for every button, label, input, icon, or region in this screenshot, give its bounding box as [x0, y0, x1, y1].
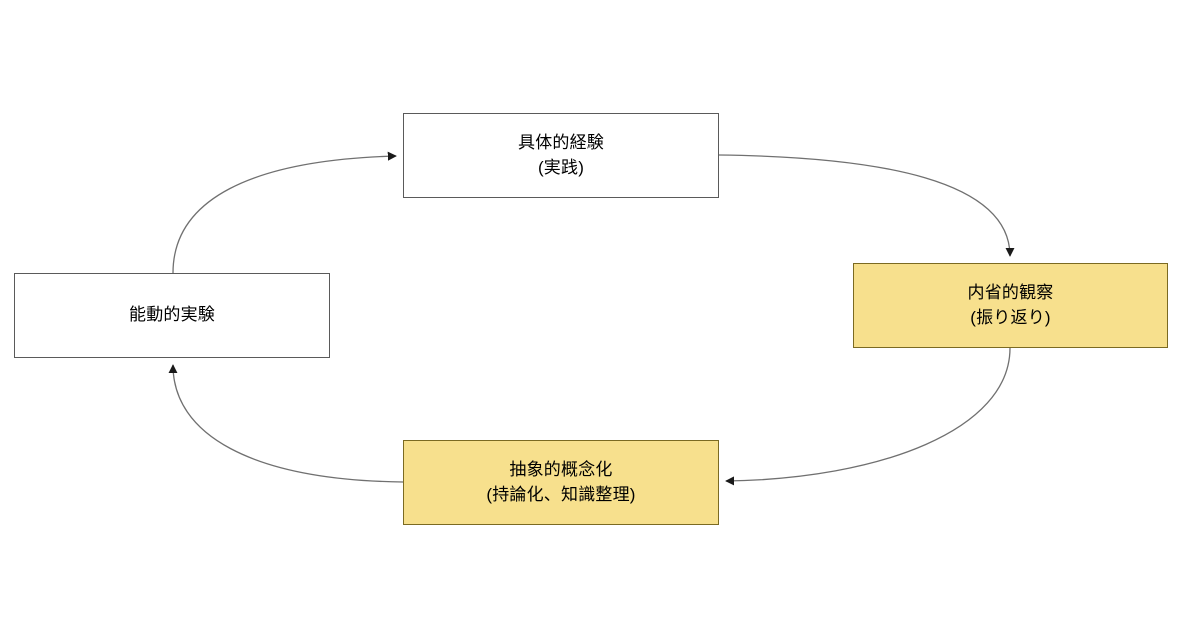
node-abstract-conceptualization-subtitle: (持論化、知識整理) [486, 484, 636, 504]
edge-abstract-to-active [168, 364, 404, 483]
node-abstract-conceptualization-title: 抽象的概念化 [509, 459, 613, 479]
node-concrete-experience-title: 具体的経験 [518, 132, 604, 152]
node-concrete-experience[interactable]: 具体的経験 (実践) [403, 113, 719, 198]
node-reflective-observation-subtitle: (振り返り) [970, 307, 1051, 327]
node-reflective-observation-title: 内省的観察 [967, 282, 1054, 302]
node-abstract-conceptualization[interactable]: 抽象的概念化 (持論化、知識整理) [403, 440, 719, 525]
node-concrete-experience-subtitle: (実践) [537, 157, 585, 177]
edge-active-to-concrete [172, 151, 397, 274]
node-active-experimentation[interactable]: 能動的実験 [14, 273, 330, 358]
edge-reflective-to-abstract [725, 347, 1011, 486]
node-active-experimentation-title: 能動的実験 [129, 305, 215, 325]
node-reflective-observation[interactable]: 内省的観察 (振り返り) [853, 263, 1168, 348]
edge-concrete-to-reflective [718, 154, 1015, 257]
